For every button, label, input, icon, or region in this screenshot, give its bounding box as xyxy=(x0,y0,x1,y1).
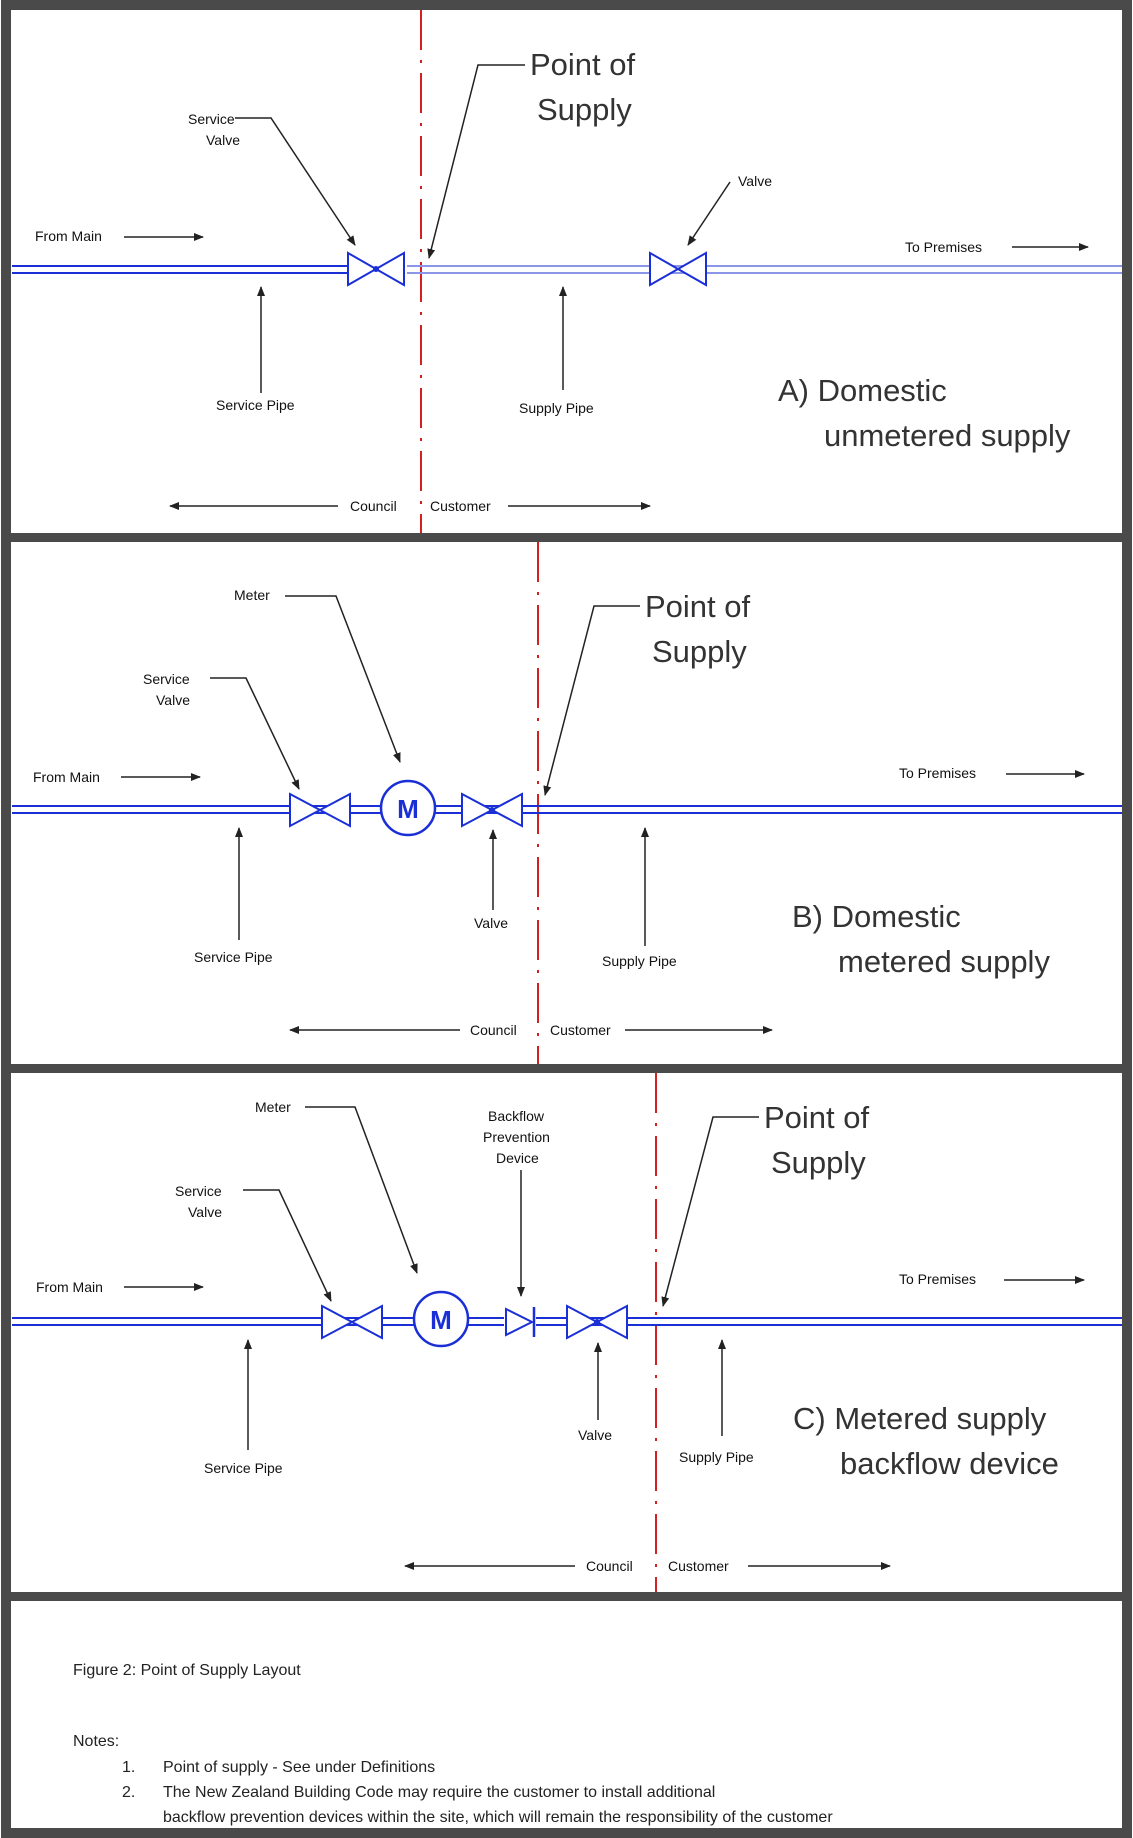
note-number: 2. xyxy=(122,1784,135,1801)
valve-label: Valve xyxy=(578,1427,612,1443)
panel-c: M Point of Supply Meter Backflow Prevent… xyxy=(12,1073,1122,1592)
svg-text:Prevention: Prevention xyxy=(483,1129,550,1145)
service-valve-label: Service xyxy=(175,1183,222,1199)
meter-symbol: M xyxy=(379,779,437,837)
meter-label: Meter xyxy=(234,587,270,603)
note-text: The New Zealand Building Code may requir… xyxy=(163,1784,715,1801)
from-main-label: From Main xyxy=(35,228,102,244)
meter-arrow xyxy=(305,1106,418,1274)
panel-divider-2 xyxy=(6,1064,1127,1073)
svg-text:backflow device: backflow device xyxy=(840,1446,1059,1481)
from-main-label: From Main xyxy=(36,1279,103,1295)
supply-pipe-label: Supply Pipe xyxy=(602,953,677,969)
panel-b: M Point of Supply Meter Service Valve Va… xyxy=(12,542,1122,1064)
notes-heading: Notes: xyxy=(73,1733,119,1750)
council-label: Council xyxy=(586,1558,633,1574)
supply-pipe-label: Supply Pipe xyxy=(679,1449,754,1465)
council-label: Council xyxy=(470,1022,517,1038)
panel-title: B) Domestic xyxy=(792,899,961,934)
caption-section: Figure 2: Point of Supply Layout Notes: … xyxy=(73,1662,833,1826)
backflow-device-symbol xyxy=(504,1307,536,1337)
svg-text:unmetered supply: unmetered supply xyxy=(824,418,1071,453)
backflow-device-label: Backflow xyxy=(488,1108,545,1124)
svg-text:Supply: Supply xyxy=(537,92,632,127)
point-of-supply-label: Point of xyxy=(530,47,636,82)
to-premises-label: To Premises xyxy=(899,1271,976,1287)
service-pipe-label: Service Pipe xyxy=(204,1460,283,1476)
note-number: 1. xyxy=(122,1759,135,1776)
valve-symbol xyxy=(461,792,523,828)
valve-symbol xyxy=(649,251,707,287)
to-premises-label: To Premises xyxy=(905,239,982,255)
point-of-supply-label: Point of xyxy=(764,1100,870,1135)
svg-text:Valve: Valve xyxy=(156,692,190,708)
service-valve-arrow xyxy=(210,677,300,790)
to-premises-label: To Premises xyxy=(899,765,976,781)
council-label: Council xyxy=(350,498,397,514)
meter-arrow xyxy=(285,595,401,763)
valve-label: Valve xyxy=(738,173,772,189)
point-of-supply-label: Point of xyxy=(645,589,751,624)
svg-text:Device: Device xyxy=(496,1150,539,1166)
svg-text:Supply: Supply xyxy=(771,1145,866,1180)
point-of-supply-arrow xyxy=(427,64,525,259)
customer-label: Customer xyxy=(668,1558,729,1574)
from-main-label: From Main xyxy=(33,769,100,785)
panel-a: Point of Supply Service Valve Valve From… xyxy=(12,10,1122,533)
note-text: Point of supply - See under Definitions xyxy=(163,1759,435,1776)
service-valve-symbol xyxy=(289,792,351,828)
svg-text:Valve: Valve xyxy=(206,132,240,148)
service-valve-arrow xyxy=(235,117,356,246)
meter-symbol: M xyxy=(412,1290,470,1348)
svg-text:Supply: Supply xyxy=(652,634,747,669)
valve-symbol xyxy=(566,1304,628,1340)
customer-label: Customer xyxy=(550,1022,611,1038)
panel-title: A) Domestic xyxy=(778,373,947,408)
svg-text:M: M xyxy=(397,794,419,824)
point-of-supply-arrow xyxy=(543,605,640,796)
panel-title: C) Metered supply xyxy=(793,1401,1047,1436)
svg-text:Valve: Valve xyxy=(188,1204,222,1220)
note-text-continued: backflow prevention devices within the s… xyxy=(163,1809,833,1826)
supply-pipe-label: Supply Pipe xyxy=(519,400,594,416)
valve-label: Valve xyxy=(474,915,508,931)
service-valve-label: Service xyxy=(188,111,235,127)
point-of-supply-arrow xyxy=(661,1116,759,1307)
svg-text:metered supply: metered supply xyxy=(838,944,1050,979)
svg-text:M: M xyxy=(430,1305,452,1335)
customer-label: Customer xyxy=(430,498,491,514)
panel-divider-1 xyxy=(6,533,1127,542)
service-valve-arrow xyxy=(243,1189,332,1302)
service-pipe-label: Service Pipe xyxy=(216,397,295,413)
panel-divider-3 xyxy=(6,1592,1127,1601)
valve-arrow xyxy=(687,181,731,246)
figure-title: Figure 2: Point of Supply Layout xyxy=(73,1662,301,1679)
service-valve-label: Service xyxy=(143,671,190,687)
meter-label: Meter xyxy=(255,1099,291,1115)
service-valve-symbol xyxy=(347,251,405,287)
service-pipe-label: Service Pipe xyxy=(194,949,273,965)
service-valve-symbol xyxy=(321,1304,383,1340)
